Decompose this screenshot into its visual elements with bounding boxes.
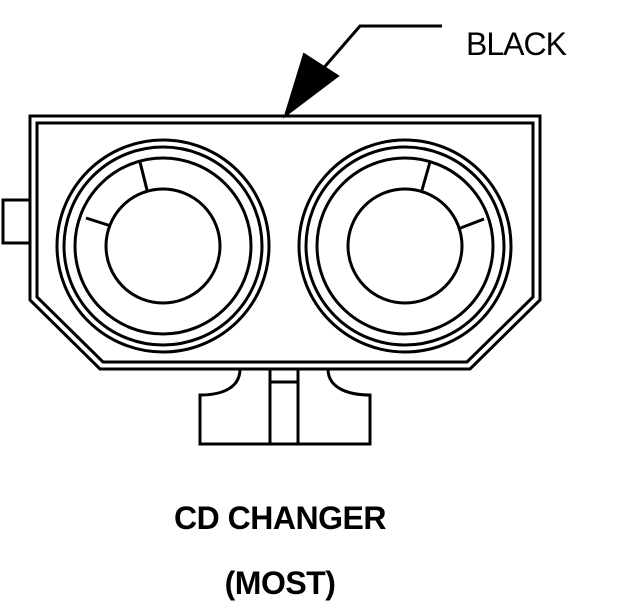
right-port-key-top bbox=[420, 161, 432, 191]
callout-label-color: BLACK bbox=[466, 26, 567, 62]
connector-housing-outer bbox=[28, 114, 542, 371]
right-port-key-right bbox=[457, 217, 485, 231]
left-port-key-left bbox=[85, 216, 112, 228]
left-port-key-top bbox=[138, 161, 149, 191]
connector-title: CD CHANGER bbox=[174, 500, 386, 536]
connector-housing-inner bbox=[35, 121, 535, 364]
callout-leader-line bbox=[306, 24, 442, 87]
right-port bbox=[297, 138, 513, 354]
callout-arrowhead bbox=[283, 52, 340, 119]
left-port bbox=[55, 138, 271, 354]
bottom-latch bbox=[198, 368, 372, 446]
side-latch-tab bbox=[1, 198, 30, 245]
connector-subtitle: (MOST) bbox=[224, 565, 336, 601]
bottom-latch-slot bbox=[268, 369, 300, 444]
